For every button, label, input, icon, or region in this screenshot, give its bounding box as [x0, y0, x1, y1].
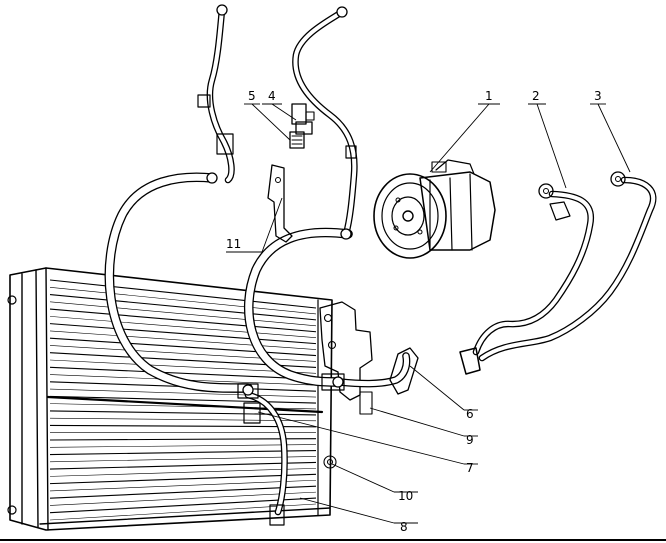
hose-left-loop [105, 173, 252, 392]
pipe-end-fitting [336, 6, 348, 18]
condenser-fin [49, 479, 317, 492]
condenser-fin [49, 286, 317, 315]
condenser-fin [49, 293, 317, 321]
pipe-lower [246, 393, 287, 514]
pipe-clamp [237, 373, 345, 526]
condenser-fin [49, 485, 317, 499]
pipe-right-2 [474, 192, 593, 354]
condenser-fin [49, 359, 317, 374]
pipe-end-fitting [242, 384, 254, 396]
condenser-fin [49, 497, 317, 514]
pipe-top-middle-outline [292, 8, 358, 238]
pipe-top-left [207, 8, 234, 182]
condenser-fin [49, 308, 317, 333]
condenser-fin [49, 366, 317, 380]
pipe-right-3 [480, 178, 656, 360]
condenser-fin [49, 444, 317, 448]
compressor [373, 159, 496, 259]
condenser-fin [49, 316, 317, 338]
condenser-fin [49, 417, 317, 422]
service-port [197, 94, 357, 159]
label-part-11: 11 [226, 237, 241, 251]
part-number-labels: 1 2 3 4 5 6 7 8 9 10 11 [226, 89, 602, 534]
pipe-outlet [337, 353, 409, 387]
condenser-fin [49, 330, 317, 350]
label-part-10: 10 [398, 489, 413, 503]
hose-bracket [267, 164, 293, 243]
condenser-fin [49, 438, 317, 441]
pipe-end-fitting [332, 376, 344, 388]
condenser-fin [49, 468, 317, 477]
hose-middle-loop [245, 229, 352, 386]
pipe-top-middle [293, 10, 357, 236]
label-part-4: 4 [268, 89, 276, 103]
pipe-end-fitting [340, 228, 352, 240]
pipe-end-fitting [216, 4, 228, 16]
condenser-fin [49, 337, 317, 357]
condenser-fin [49, 323, 317, 345]
condenser-fin [49, 491, 317, 506]
condenser-fin [49, 424, 317, 428]
pipe-end-fitting [206, 172, 218, 184]
label-part-2: 2 [532, 89, 540, 103]
label-part-8: 8 [400, 520, 408, 534]
label-part-6: 6 [466, 407, 474, 421]
condenser-fin [49, 503, 317, 521]
condenser-fin [49, 473, 317, 485]
leader-lines [226, 103, 631, 524]
label-part-9: 9 [466, 433, 474, 447]
condenser-fin [49, 279, 317, 309]
outlet-fitting [389, 347, 419, 395]
label-part-7: 7 [466, 461, 474, 475]
condenser-fin [49, 449, 317, 456]
condenser-fin [49, 388, 317, 398]
refrigerant-pipes [104, 4, 657, 516]
condenser-fin [49, 301, 317, 327]
label-part-3: 3 [594, 89, 602, 103]
condenser-fin [49, 461, 317, 470]
right-pipe-fittings [459, 171, 626, 375]
label-part-1: 1 [485, 89, 493, 103]
condenser-fin [49, 395, 317, 404]
condenser-fin [49, 456, 317, 463]
label-part-5: 5 [248, 89, 256, 103]
pressure-switch [291, 103, 315, 135]
